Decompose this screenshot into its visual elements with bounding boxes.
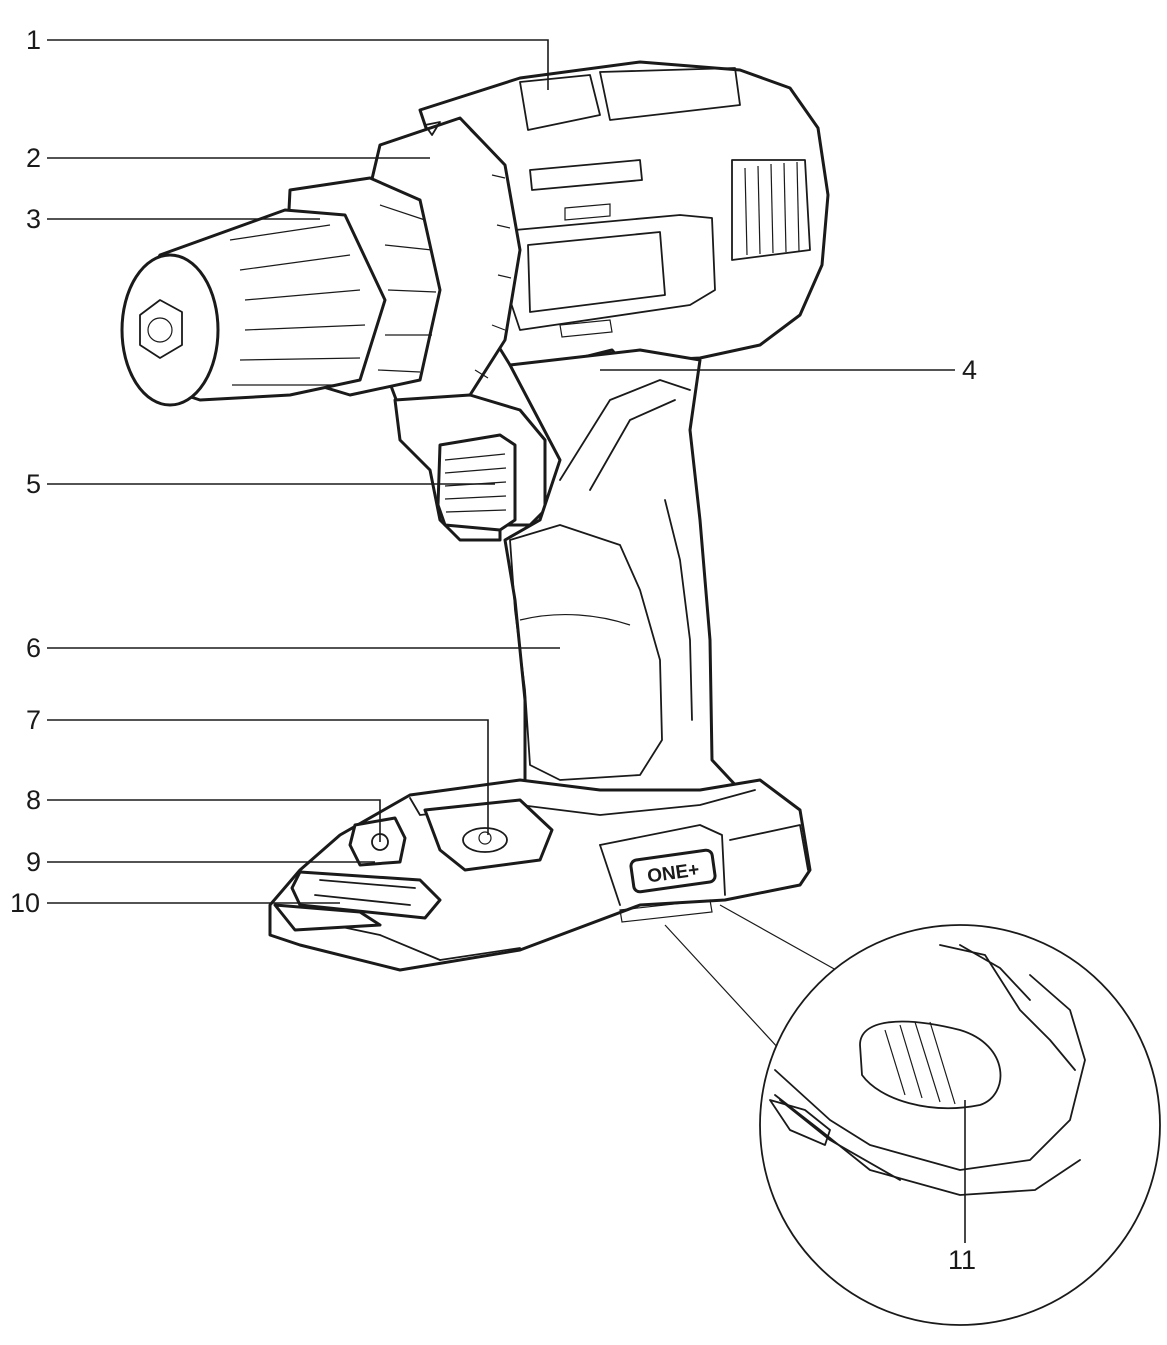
drill-illustration: ONE+ [120,60,830,972]
leader-1 [47,39,549,90]
callout-3: 3 [26,204,41,234]
chuck-nose [120,253,220,407]
leader-7 [47,719,489,835]
callout-11: 11 [948,1245,976,1275]
callout-7: 7 [26,705,41,735]
handle [503,348,742,807]
battery-base [268,778,812,972]
magnifier-leader-left [664,924,781,1051]
detail-magnifier [664,904,1161,1326]
callout-labels: 1 2 3 4 5 6 7 8 9 10 11 [10,25,977,1275]
callout-2: 2 [26,143,41,173]
led-light [348,816,407,867]
vent-fins [884,1021,956,1105]
callout-8: 8 [26,785,41,815]
callout-1: 1 [26,25,41,55]
battery-release [290,870,442,920]
rear-vents [731,159,811,261]
brand-badge: ONE+ [629,848,717,894]
callout-9: 9 [26,847,41,877]
vent-opening [859,1020,1002,1109]
magnifier-leader-right [719,904,846,976]
callout-10: 10 [10,888,40,918]
leader-8 [47,799,381,842]
leader-lines [47,39,966,1243]
callout-6: 6 [26,633,41,663]
callout-5: 5 [26,469,41,499]
storage-slot [273,903,382,932]
callout-4: 4 [962,355,977,385]
magnifier-circle [759,924,1161,1326]
handle-grip [509,524,663,781]
gear-selector-slot [519,74,601,131]
